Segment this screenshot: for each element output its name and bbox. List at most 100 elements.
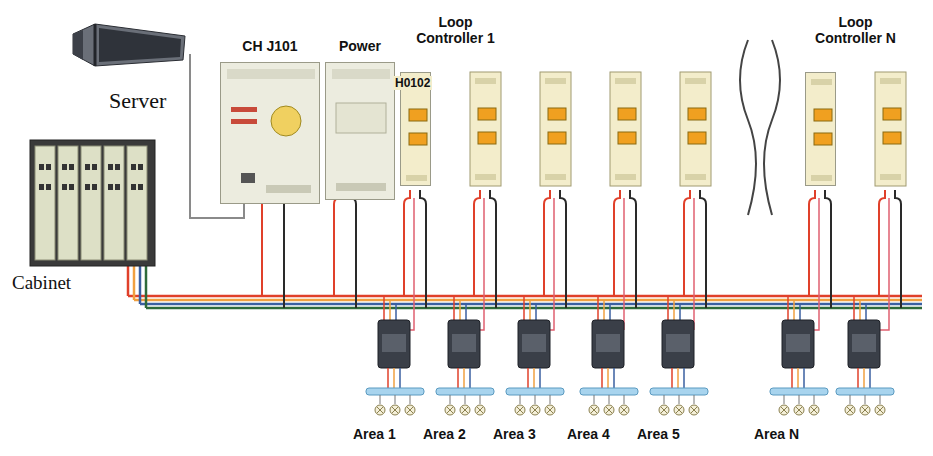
- line-stroke: [853, 296, 855, 322]
- contactor: [662, 320, 694, 368]
- line-stroke: [465, 395, 466, 404]
- module-details: [401, 73, 432, 187]
- rect-stroke: [336, 183, 386, 191]
- lamp-cross: [811, 407, 817, 413]
- line-stroke: [803, 368, 805, 388]
- module-display: [548, 132, 566, 144]
- contactor-face: [452, 334, 476, 352]
- signal-wire: [420, 190, 426, 308]
- breaker-terminal: [92, 164, 97, 170]
- rect-stroke: [332, 69, 390, 79]
- control-wire: [693, 198, 695, 330]
- lamp-cross: [862, 407, 868, 413]
- line-stroke: [865, 304, 867, 322]
- contactor-face: [522, 334, 546, 352]
- lamp: [689, 405, 699, 415]
- line-stroke: [597, 296, 599, 322]
- breaker-terminal: [108, 184, 113, 190]
- line-stroke: [787, 296, 789, 322]
- lamp-rail: [836, 388, 894, 395]
- line-stroke: [664, 395, 665, 404]
- module-terminal: [545, 78, 566, 84]
- module-body: [325, 62, 395, 200]
- module-terminal: [615, 78, 636, 84]
- line-stroke: [480, 395, 481, 404]
- line-stroke: [535, 395, 536, 404]
- line-stroke: [459, 300, 461, 322]
- loop-controller-module: [470, 72, 501, 186]
- line-stroke: [523, 296, 525, 322]
- line-stroke: [601, 368, 603, 388]
- module-display: [548, 108, 566, 120]
- line-stroke: [527, 368, 529, 388]
- lamp-cross: [407, 407, 413, 413]
- line-stroke: [395, 395, 396, 404]
- line-stroke: [380, 395, 381, 404]
- module-display: [478, 132, 496, 144]
- line-stroke: [814, 395, 815, 404]
- breaker-terminal: [69, 184, 74, 190]
- server-drawing: [65, 20, 190, 80]
- cabinet-breaker: [58, 146, 78, 260]
- line-stroke: [395, 304, 397, 322]
- module-body: [805, 72, 836, 186]
- lamp: [875, 405, 885, 415]
- line-stroke: [603, 300, 605, 322]
- line-stroke: [387, 368, 389, 388]
- loop-controller: Loop Controller 1H0102: [393, 14, 508, 192]
- din-module: CH J101: [220, 38, 320, 204]
- lamp-cross: [661, 407, 667, 413]
- node-label: Server: [109, 88, 166, 114]
- breaker-terminal: [46, 184, 51, 190]
- breaker-terminal: [138, 184, 143, 190]
- part-code: H0102: [393, 76, 432, 90]
- line-stroke: [533, 368, 535, 388]
- bus-lines: [128, 265, 922, 308]
- module-display: [618, 108, 636, 120]
- line-stroke: [469, 368, 471, 388]
- contactor: [448, 320, 480, 368]
- line-stroke: [869, 368, 871, 388]
- module-details: [326, 63, 396, 201]
- breaker-terminal: [69, 164, 74, 170]
- lamp-rail: [770, 388, 828, 395]
- control-wire: [410, 198, 414, 330]
- rect-stroke: [30, 140, 155, 266]
- lamp-cross: [796, 407, 802, 413]
- signal-wire: [560, 190, 566, 308]
- module-display: [883, 132, 901, 144]
- server-icon: Server: [65, 20, 190, 118]
- line-stroke: [677, 368, 679, 388]
- contactor-face: [596, 334, 620, 352]
- line-stroke: [594, 395, 595, 404]
- supply-wire: [474, 190, 480, 296]
- loop-controller: Loop Controller N: [790, 14, 908, 192]
- cabinet-breaker: [127, 146, 147, 260]
- line-stroke: [791, 368, 793, 388]
- lamp-cross: [532, 407, 538, 413]
- supply-wire: [262, 190, 268, 296]
- lamp: [604, 405, 614, 415]
- loop-controller-module: [610, 72, 641, 186]
- signal-wire: [700, 190, 706, 308]
- line-stroke: [539, 368, 541, 388]
- signal-wire: [895, 190, 901, 308]
- line-stroke: [609, 395, 610, 404]
- path-stroke: [99, 28, 181, 62]
- loop-controller-module: [540, 72, 571, 186]
- din-module: Power: [325, 38, 395, 200]
- rect-stroke: [811, 79, 832, 85]
- line-stroke: [399, 368, 401, 388]
- supply-wire: [544, 190, 550, 296]
- module-terminal: [685, 78, 706, 84]
- module-terminal: [615, 174, 636, 180]
- control-wire: [550, 198, 554, 330]
- line-stroke: [465, 304, 467, 322]
- area-label: Area 1: [353, 426, 396, 442]
- line-stroke: [520, 395, 521, 404]
- lamp: [475, 405, 485, 415]
- path-stroke: [73, 24, 185, 66]
- rect-stroke: [231, 119, 257, 124]
- lamp-cross: [606, 407, 612, 413]
- signal-wire: [350, 190, 356, 308]
